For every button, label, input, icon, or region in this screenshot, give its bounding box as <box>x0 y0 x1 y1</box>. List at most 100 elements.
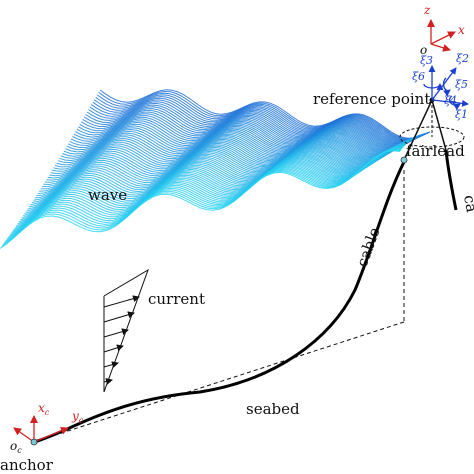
wave-line <box>17 144 406 225</box>
wave-line <box>85 106 426 145</box>
wave-line <box>40 138 413 190</box>
wave-line <box>30 140 410 206</box>
second-mooring-cable <box>444 149 458 211</box>
wave-line <box>88 102 427 144</box>
wave-line <box>67 127 421 152</box>
wave-line <box>47 137 415 179</box>
current-label: current <box>148 290 205 308</box>
wave-line <box>44 137 414 183</box>
global-y-axis <box>430 43 451 52</box>
fairlead-label: fairlead <box>406 142 465 160</box>
xi5-label: ξ5 <box>455 78 468 91</box>
wave-line <box>99 89 431 139</box>
wave-line <box>31 140 410 203</box>
xi2-label: ξ2 <box>456 52 469 65</box>
wave-line <box>18 143 406 223</box>
xi6-rotation-arrow <box>423 83 444 91</box>
wave-line <box>92 97 429 142</box>
wave-line <box>63 132 420 155</box>
wave-line <box>59 134 419 162</box>
current-arrow-2 <box>103 311 135 323</box>
global-origin-label: o <box>420 43 427 57</box>
wave-line <box>53 136 417 170</box>
wave-line <box>76 116 424 148</box>
anchor-x-label: xc <box>38 401 50 417</box>
seabed-label: seabed <box>246 400 300 418</box>
wave-line <box>42 138 413 188</box>
wave-line <box>70 123 422 151</box>
wave-line <box>60 133 419 159</box>
xi5-rotation-arrow <box>442 77 451 97</box>
wave-line <box>91 99 428 142</box>
current-arrow-1 <box>103 295 140 308</box>
wave-line <box>69 125 422 152</box>
wave-line <box>4 148 402 244</box>
anchor-origin-label: oc <box>10 439 22 455</box>
wave-line <box>28 141 409 208</box>
wave-line <box>80 111 425 147</box>
anchor-axes <box>13 415 69 443</box>
wave-line <box>79 113 425 147</box>
mooring-cable <box>33 161 406 444</box>
global-x-label: x <box>458 23 465 37</box>
dof-axes <box>423 65 469 111</box>
wave-line <box>50 136 416 175</box>
wave-line <box>89 101 428 143</box>
wave-line <box>20 143 407 221</box>
wave-line <box>46 137 415 181</box>
reference-point-label: reference point <box>313 90 430 108</box>
wave-surface <box>0 89 431 249</box>
global-x-axis <box>430 31 456 45</box>
wave-line <box>83 108 426 145</box>
anchor-label: anchor <box>0 456 54 474</box>
wave-line <box>57 135 418 164</box>
fairlead-link-right <box>431 99 447 151</box>
seabed-projection-line <box>33 321 405 443</box>
wave-line <box>6 147 403 240</box>
wave-label: wave <box>88 186 127 204</box>
wave-line <box>66 128 421 153</box>
wave-line <box>23 142 408 217</box>
xi4-rotation-arrow <box>448 95 461 111</box>
wave-line <box>0 150 401 249</box>
current-profile <box>103 268 149 393</box>
wave-line <box>96 92 430 140</box>
wave-line <box>82 109 426 146</box>
wave-line <box>65 130 420 154</box>
wave-line <box>24 142 408 214</box>
wave-line <box>98 90 430 140</box>
wave-line <box>86 104 427 144</box>
current-arrow-6 <box>103 378 113 385</box>
wave-line <box>8 147 403 238</box>
current-arrow-3 <box>103 328 129 338</box>
wave-line <box>34 139 411 199</box>
anchor-y-label: yc <box>71 409 84 425</box>
cable-label: cable <box>353 225 384 269</box>
wave-line <box>2 149 401 246</box>
wave-line <box>52 136 416 172</box>
wave-line <box>12 145 404 231</box>
xi6-label: ξ6 <box>412 70 425 83</box>
projection-lines <box>33 170 405 443</box>
fairlead-link-left <box>403 99 433 161</box>
wave-line <box>75 118 423 149</box>
wave-line <box>62 132 419 157</box>
wave-line <box>27 141 409 210</box>
wave-line <box>39 138 412 192</box>
wave-line <box>21 143 407 219</box>
wave-line <box>9 146 403 236</box>
anchor-point <box>30 438 38 446</box>
wave-line <box>37 138 412 194</box>
wave-line <box>72 121 422 150</box>
wave-line <box>56 135 418 166</box>
wave-line <box>11 146 404 233</box>
xi3-label: ξ3 <box>420 54 433 67</box>
second-cable-label: ca <box>460 194 474 214</box>
xi1-label: ξ1 <box>455 108 468 121</box>
current-arrow-4 <box>103 344 124 353</box>
current-arrow-5 <box>103 361 119 369</box>
wave-line <box>14 145 405 229</box>
wave-line <box>25 141 408 212</box>
